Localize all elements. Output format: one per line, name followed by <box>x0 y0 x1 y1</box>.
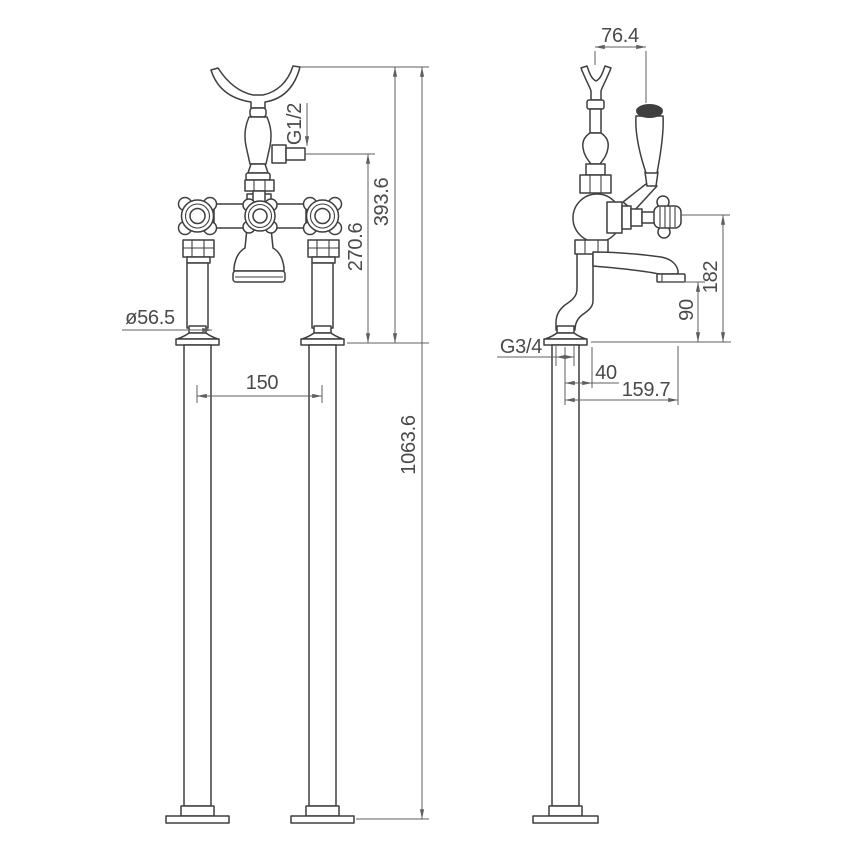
valve-mount-plate <box>606 201 623 234</box>
lever-neck <box>644 171 659 187</box>
dim-label-90: 90 <box>676 299 698 321</box>
left-ring <box>184 203 211 229</box>
left-union-collar <box>186 256 211 264</box>
right-union-collar <box>311 256 336 264</box>
dim-label-1063-6: 1063.6 <box>398 415 420 475</box>
handset-body <box>244 116 272 165</box>
dim-label-g3-4: G3/4 <box>500 336 542 358</box>
centre-escutcheon <box>244 200 276 232</box>
side-deck-flange-top <box>556 325 575 334</box>
handset-cradle <box>210 65 301 109</box>
right-deck-flange-base <box>300 338 345 346</box>
left-deck-flange-flare <box>176 332 219 340</box>
handset-cap <box>249 107 267 118</box>
front-view <box>165 65 355 824</box>
left-floor-plate <box>165 815 230 824</box>
shower-outlet-nipple <box>285 147 306 161</box>
left-leg-upper <box>186 262 209 329</box>
right-deck-flange-flare <box>301 332 344 340</box>
shower-outlet-block <box>271 144 287 164</box>
riser-vase <box>582 132 609 165</box>
lever-grip <box>635 115 664 174</box>
spout-aerator-lip <box>656 273 686 283</box>
left-standpipe <box>183 344 212 807</box>
centre-ring <box>247 203 273 229</box>
side-standpipe <box>551 344 580 807</box>
handle-stem <box>641 211 656 224</box>
right-standpipe <box>308 344 337 807</box>
right-deck-flange <box>300 325 345 346</box>
right-union-nut <box>307 239 340 264</box>
valve-bonnet-outer <box>621 205 632 230</box>
right-floor-collar <box>305 805 340 817</box>
dim-label-76-4: 76.4 <box>601 25 639 47</box>
dim-label-flange-dia: ø56.5 <box>125 307 175 329</box>
right-deck-flange-top <box>313 325 332 334</box>
front-view-dimensions: G1/2 393.6 270.6 1063.6 ø56.5 150 <box>122 66 429 820</box>
down-pipe-right-edge <box>574 253 594 331</box>
down-pipe-left-edge <box>555 253 578 331</box>
dim-label-270-6: 270.6 <box>345 223 367 272</box>
handset-nozzle-lip <box>245 172 271 181</box>
dim-label-182: 182 <box>700 261 722 294</box>
left-deck-flange <box>175 325 220 346</box>
dim-label-393-6: 393.6 <box>371 178 393 227</box>
side-spout <box>592 251 679 275</box>
side-view <box>532 65 686 824</box>
side-floor-collar <box>548 805 583 817</box>
side-view-dimensions: 76.4 182 90 G3/4 40 159.7 <box>497 25 731 405</box>
top-hex-nut <box>579 174 612 194</box>
side-deck-flange <box>543 325 588 346</box>
centre-boss <box>252 208 268 224</box>
dim-label-159-7: 159.7 <box>622 379 671 401</box>
dim-label-g1-2: G1/2 <box>284 103 306 145</box>
right-boss <box>314 207 331 225</box>
riser-collar <box>585 163 606 176</box>
dim-label-40: 40 <box>595 362 617 384</box>
right-ring <box>309 203 336 229</box>
left-cross-handle <box>177 196 218 236</box>
dim-label-150: 150 <box>246 372 279 394</box>
right-leg-upper <box>311 262 334 329</box>
left-deck-flange-base <box>175 338 220 346</box>
bottom-hex-nut <box>574 239 609 255</box>
fork-collar <box>586 99 605 110</box>
handset-nozzle <box>247 163 269 174</box>
right-floor-plate <box>290 815 355 824</box>
side-deck-flange-base <box>543 338 588 346</box>
left-floor-collar <box>180 805 215 817</box>
centre-cross-handle <box>242 198 278 234</box>
lever-cap <box>636 104 663 118</box>
side-deck-flange-flare <box>544 332 587 340</box>
riser-stem <box>589 108 602 134</box>
right-cross-handle <box>302 196 343 236</box>
cradle-fork <box>580 65 612 101</box>
holder-hex-nut <box>244 179 275 192</box>
side-floor-plate <box>532 815 599 824</box>
left-escutcheon <box>180 199 215 233</box>
right-escutcheon <box>305 199 340 233</box>
front-spout-bell <box>233 227 285 272</box>
left-union-nut <box>182 239 215 264</box>
cross-handle-knurl <box>653 205 682 229</box>
valve-bonnet-inner <box>630 208 643 227</box>
left-boss <box>189 207 206 225</box>
